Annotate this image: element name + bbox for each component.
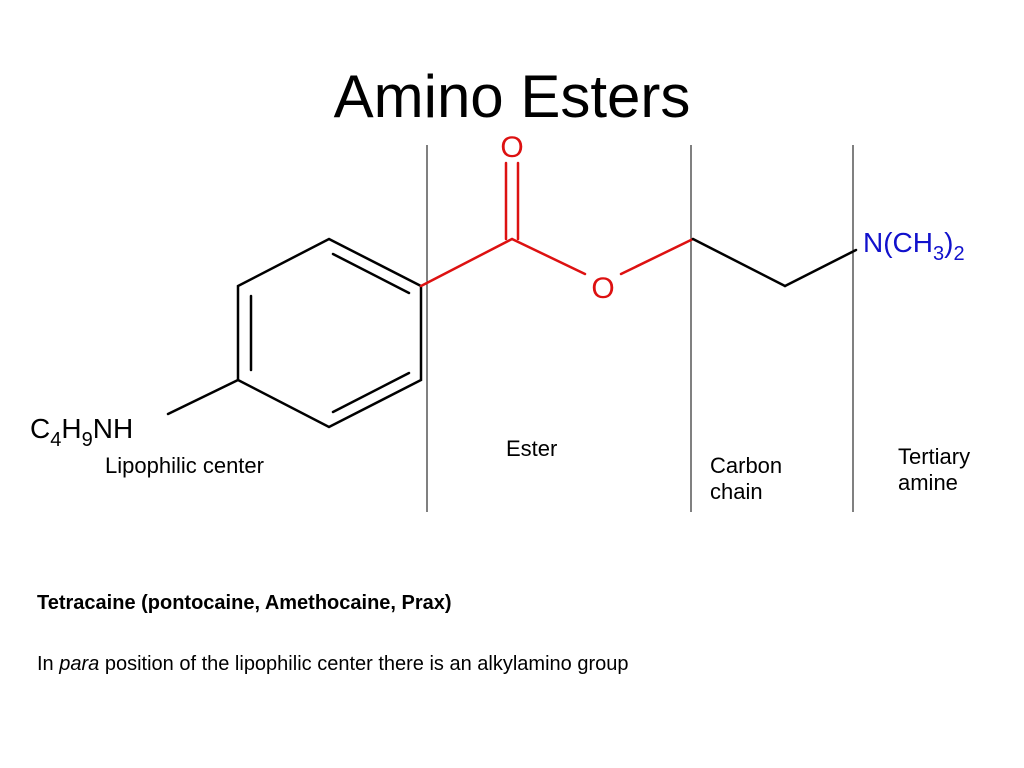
bond-ring-to-carbonyl [419, 237, 514, 288]
bond-ring-to-nh [166, 378, 240, 416]
region-label-ester: Ester [506, 436, 558, 461]
region-label-lipophilic: Lipophilic center [105, 453, 264, 478]
ring-inner-bond-top [331, 252, 411, 295]
region-label-carbon-chain-line1: Carbon [710, 453, 783, 478]
carbonyl-oxygen: O [500, 131, 523, 164]
region-label-tertiary-amine-line2: amine [898, 470, 958, 495]
carbon-chain-bonds [691, 237, 858, 288]
para-position-note: In para position of the lipophilic cente… [37, 653, 629, 675]
ring-inner-bond-bottom [331, 371, 411, 414]
region-label-tertiary-amine: Tertiary amine [898, 444, 970, 496]
region-label-carbon-chain-line2: chain [710, 479, 763, 504]
region-label-tertiary-amine-line1: Tertiary [898, 444, 971, 469]
bond-o-to-chain [619, 237, 695, 276]
butylamino-group: C4H9NH [30, 413, 133, 451]
benzene-ring [236, 237, 423, 429]
ester-group [419, 161, 695, 288]
region-label-carbon-chain: Carbon chain [710, 453, 782, 505]
bond-carbonyl-to-o [510, 237, 587, 276]
slide-title: Amino Esters [333, 63, 691, 130]
ester-oxygen: O [591, 272, 614, 305]
tertiary-amine-group: N(CH3)2 [863, 227, 965, 265]
drug-name: Tetracaine (pontocaine, Amethocaine, Pra… [37, 592, 452, 614]
